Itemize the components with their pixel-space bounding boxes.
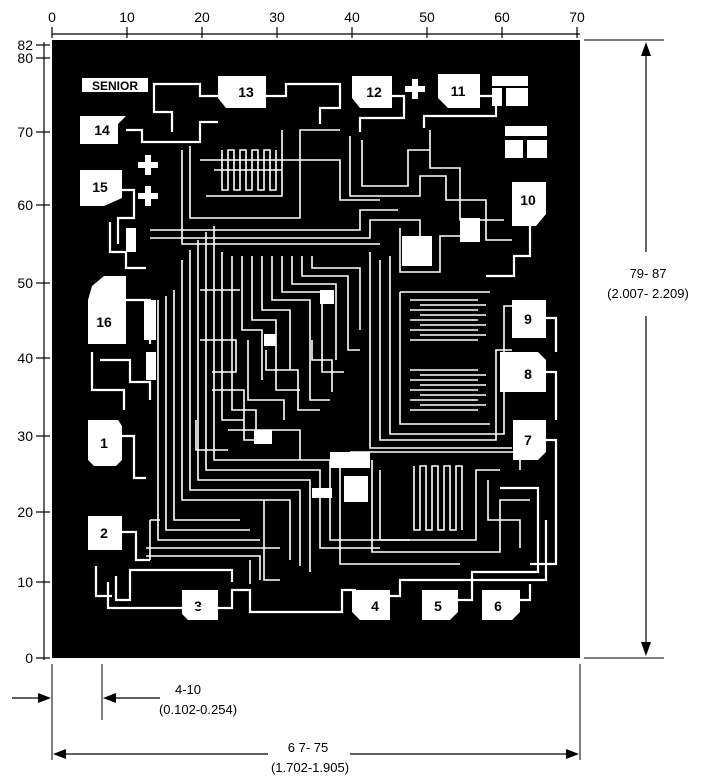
svg-text:SENIOR: SENIOR — [92, 79, 138, 93]
y-tick-label: 40 — [17, 350, 33, 366]
y-tick-label: 82 — [17, 37, 33, 53]
svg-text:11: 11 — [451, 83, 466, 99]
svg-text:13: 13 — [238, 84, 254, 100]
left-axis: 82 80 70 60 50 40 30 20 10 0 — [17, 37, 50, 666]
svg-text:12: 12 — [366, 84, 382, 100]
y-tick-label: 30 — [17, 428, 33, 444]
metal-blocks — [126, 218, 480, 502]
pad-11: 11 — [438, 74, 480, 108]
width-range-mm-label: (1.702-1.905) — [271, 760, 349, 775]
pad-1: 1 — [88, 420, 122, 466]
pad-2: 2 — [88, 516, 122, 550]
pad-15: 15 — [80, 170, 122, 206]
pad-4: 4 — [352, 590, 390, 620]
x-tick-label: 60 — [494, 9, 510, 25]
y-tick-label: 0 — [25, 650, 33, 666]
svg-text:5: 5 — [434, 598, 442, 614]
width-range-label: 6 7- 75 — [288, 740, 328, 755]
svg-text:10: 10 — [520, 192, 536, 208]
y-tick-label: 20 — [17, 504, 33, 520]
svg-text:14: 14 — [94, 122, 110, 138]
offset-range-mm-label: (0.102-0.254) — [159, 702, 237, 717]
offset-range-label: 4-10 — [175, 682, 201, 697]
pad-8: 8 — [500, 352, 546, 392]
pad-12: 12 — [352, 76, 392, 108]
pad-7: 7 — [513, 420, 546, 460]
svg-text:1: 1 — [100, 435, 108, 451]
height-dimension: 79- 87 (2.007- 2.209) — [584, 39, 689, 659]
y-tick-label: 70 — [17, 124, 33, 140]
y-tick-label: 80 — [17, 50, 33, 66]
x-tick-label: 30 — [269, 9, 285, 25]
x-tick-label: 10 — [119, 9, 135, 25]
top-axis: 0 10 20 30 40 50 60 70 — [48, 9, 585, 38]
y-tick-label: 50 — [17, 275, 33, 291]
pad-10: 10 — [512, 182, 546, 226]
svg-text:3: 3 — [194, 598, 202, 614]
svg-text:4: 4 — [371, 598, 379, 614]
test-structures — [492, 76, 547, 158]
svg-text:2: 2 — [100, 525, 108, 541]
svg-text:9: 9 — [524, 311, 532, 327]
height-range-label: 79- 87 — [630, 266, 667, 281]
width-dimension: 6 7- 75 (1.702-1.905) — [53, 664, 581, 775]
x-tick-label: 40 — [344, 9, 360, 25]
pad-5: 5 — [422, 590, 458, 620]
svg-text:16: 16 — [96, 314, 112, 330]
logo: SENIOR — [82, 78, 148, 93]
svg-text:7: 7 — [524, 432, 532, 448]
pad-9: 9 — [512, 300, 546, 338]
alignment-marks — [138, 79, 425, 206]
offset-dimension: 4-10 (0.102-0.254) — [12, 664, 237, 760]
y-tick-label: 60 — [17, 197, 33, 213]
pad-13: 13 — [218, 76, 266, 108]
x-tick-label: 20 — [194, 9, 210, 25]
svg-text:15: 15 — [92, 179, 108, 195]
pad-3: 3 — [182, 590, 218, 620]
pad-16: 16 — [88, 276, 126, 344]
y-tick-label: 10 — [17, 574, 33, 590]
x-tick-label: 0 — [48, 9, 56, 25]
x-tick-label: 70 — [569, 9, 585, 25]
pad-14: 14 — [80, 116, 126, 144]
height-range-mm-label: (2.007- 2.209) — [607, 286, 689, 301]
bonding-pads: 1 2 3 4 5 6 7 8 — [80, 74, 546, 620]
die-body — [52, 40, 580, 658]
metal-traces — [90, 82, 558, 614]
svg-text:8: 8 — [524, 366, 532, 382]
svg-text:6: 6 — [494, 598, 502, 614]
x-tick-label: 50 — [419, 9, 435, 25]
pad-6: 6 — [482, 590, 520, 620]
